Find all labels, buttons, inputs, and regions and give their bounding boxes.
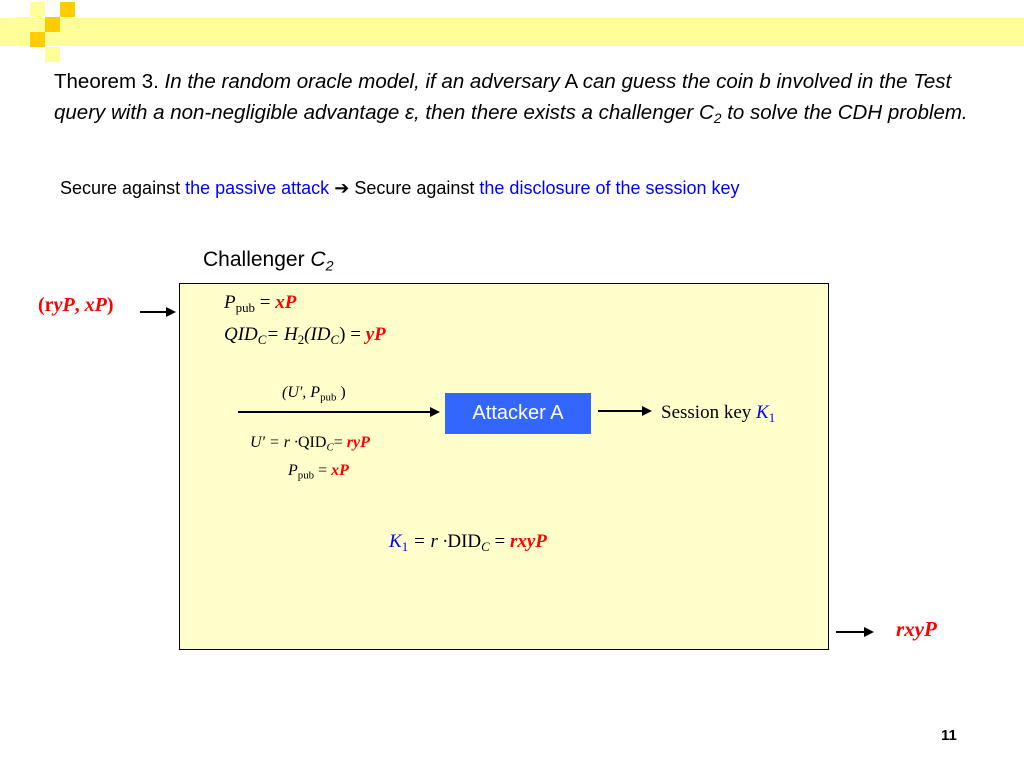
ppub-equation-2: Ppub = xP [288,462,349,482]
challenger-title: Challenger C2 [203,248,334,275]
message-label: (U', Ppub ) [282,384,346,404]
passive-attack-text: the passive attack [185,178,330,198]
attacker-box: Attacker A [445,393,591,434]
theorem-text-part1: In the random oracle model, if an advers… [164,70,560,93]
message-arrow-icon [238,407,440,417]
theorem-challenger: C2 [698,101,722,127]
title-bar-decoration [0,18,1024,46]
theorem-text-part2: can guess the coin b involved in the Tes… [54,70,952,124]
secure-prefix-2: Secure against [354,178,475,198]
disclosure-text: the disclosure of the session key [479,178,740,198]
theorem-statement: Theorem 3. In the random oracle model, i… [54,66,974,128]
u-equation: U' = r ·QIDC= ryP [250,434,370,454]
session-arrow-icon [598,406,652,416]
ppub-equation: Ppub = xP [224,292,297,315]
theorem-text-part3: to solve the CDH problem. [727,101,968,124]
theorem-label: Theorem 3. [54,70,159,93]
k1-equation: K1 = r ·DIDC = rxyP [389,531,547,554]
input-tuple: (ryP, xP) [38,294,114,316]
output-arrow-icon [836,627,874,637]
qid-equation: QIDC= H2(IDC) = yP [224,324,386,347]
session-key-label: Session key K1 [661,402,776,425]
secure-against-line: Secure against the passive attack ➔ Secu… [60,178,740,199]
input-arrow-icon [140,307,176,317]
secure-prefix-1: Secure against [60,178,181,198]
challenger-box [179,283,829,650]
output-value: rxyP [896,617,937,641]
page-number: 11 [941,727,957,744]
implies-arrow-icon: ➔ [334,178,350,198]
theorem-adversary: A [564,70,578,93]
